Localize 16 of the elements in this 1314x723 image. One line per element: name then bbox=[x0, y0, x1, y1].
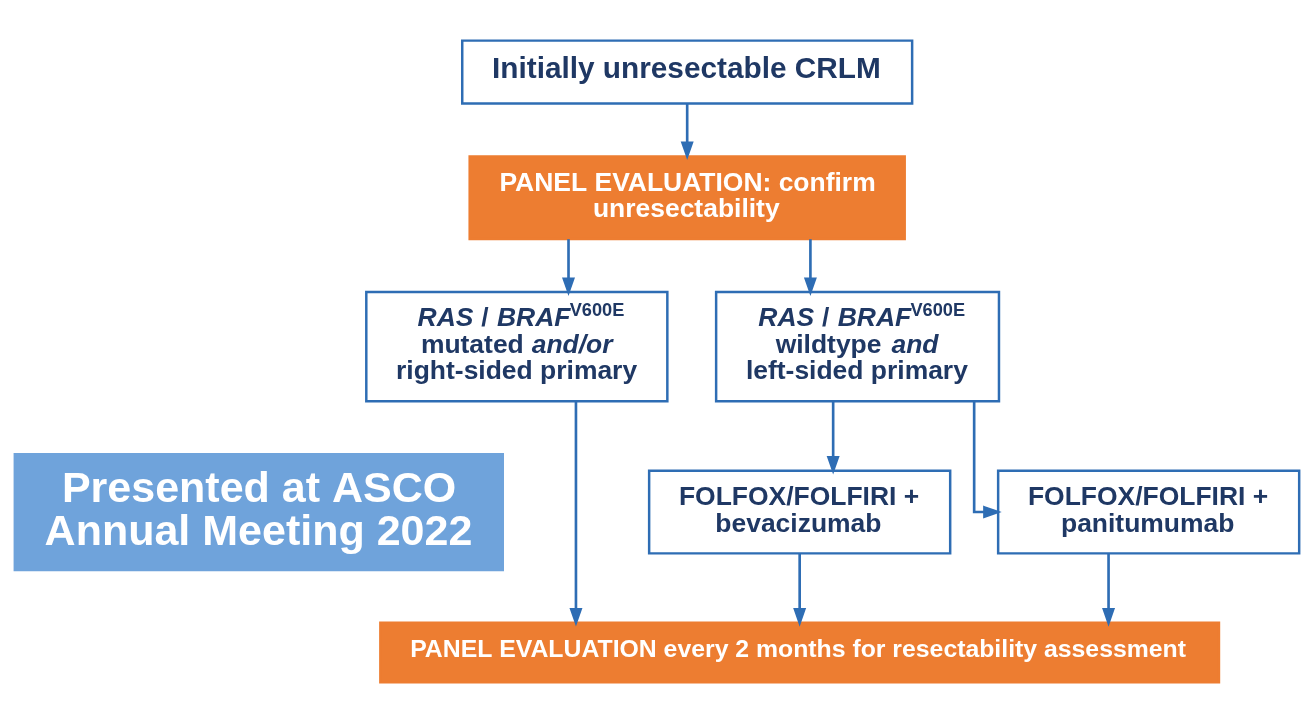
arrow bbox=[826, 401, 840, 475]
arrow bbox=[562, 239, 575, 296]
node-box: Initially unresectable CRLM bbox=[461, 39, 914, 105]
node-box: RAS / BRAF$^{V600E}$ wildtype and left-sided primary bbox=[714, 290, 1001, 403]
arrow bbox=[972, 401, 1002, 519]
node-box: Presented at ASCO Annual Meeting 2022 bbox=[13, 452, 504, 572]
arrow bbox=[803, 239, 817, 296]
node-box: RAS / BRAF$^{V600E}$ mutated and/or right-sided primary bbox=[365, 290, 669, 403]
arrow bbox=[569, 401, 583, 627]
node-box: FOLFOX/FOLFIRI + bevacizumab bbox=[647, 469, 952, 555]
node-box: FOLFOX/FOLFIRI + panitumumab bbox=[996, 469, 1301, 555]
arrow bbox=[793, 553, 807, 627]
node-box: PANEL EVALUATION: confirm unresectability bbox=[468, 155, 906, 241]
arrow bbox=[1102, 553, 1116, 627]
arrow bbox=[680, 103, 694, 161]
node-box: PANEL EVALUATION every 2 months for resectability assessment bbox=[379, 621, 1221, 684]
